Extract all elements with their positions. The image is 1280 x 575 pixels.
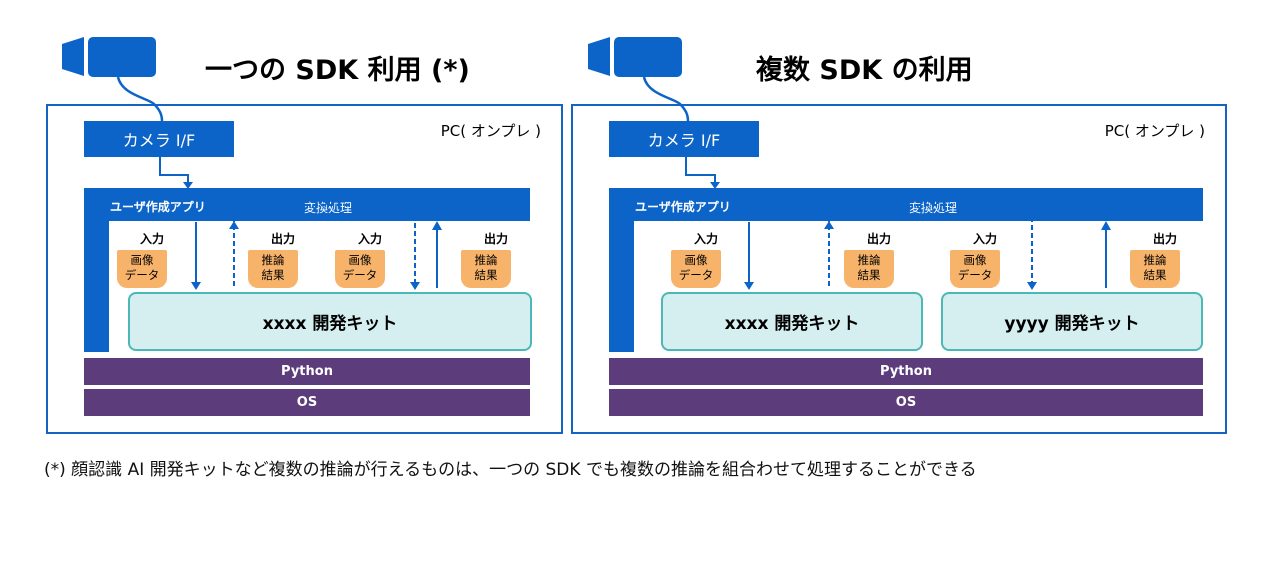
conversion-loop (233, 204, 416, 286)
arrow-head (191, 282, 201, 290)
arrow-head (1101, 221, 1111, 230)
arrow-head (744, 282, 754, 290)
arrow-head (183, 182, 193, 189)
arrow-camera-to-app (685, 157, 716, 186)
output-label: 出力 (483, 232, 508, 246)
arrow-head (710, 182, 720, 189)
inference-result-doc: 推論 結果 (1130, 250, 1180, 288)
doc-line: 結果 (474, 268, 498, 282)
python-layer: Python (609, 358, 1203, 385)
dev-kit-xxxx: xxxx 開発キット (661, 292, 923, 351)
dev-kit-yyyy: yyyy 開発キット (941, 292, 1203, 351)
left-title: 一つの SDK 利用 (*) (205, 55, 470, 86)
output-label: 出力 (866, 232, 891, 246)
user-app-side (609, 188, 634, 352)
output-label: 出力 (1152, 232, 1177, 246)
pc-label: PC( オンプレ ) (440, 122, 541, 140)
image-data-doc: 画像 データ (117, 250, 167, 288)
camera-cable (642, 76, 690, 122)
doc-line: データ (678, 268, 714, 282)
user-app-label: ユーザ作成アプリ (110, 200, 206, 214)
user-app-label: ユーザ作成アプリ (635, 200, 731, 214)
doc-line: 推論 (1143, 253, 1167, 267)
camera-if-box: カメラ I/F (84, 121, 234, 157)
camera-icon (62, 37, 156, 77)
conversion-label: 変換処理 (904, 199, 963, 216)
doc-line: 画像 (684, 253, 708, 267)
os-layer: OS (609, 389, 1203, 416)
arrow-head (229, 221, 239, 229)
input-label: 入力 (139, 232, 164, 246)
footnote: (*) 顔認識 AI 開発キットなど複数の推論が行えるものは、一つの SDK で… (44, 460, 977, 480)
inference-result-doc: 推論 結果 (844, 250, 894, 288)
doc-line: データ (342, 268, 378, 282)
doc-line: 画像 (963, 253, 987, 267)
arrow-head (824, 221, 834, 229)
right-pc-panel: PC( オンプレ ) カメラ I/F ユーザ作成アプリ 変換処理 入力 画像 デ… (571, 104, 1227, 434)
arrow-camera-to-app (159, 157, 189, 186)
os-layer: OS (84, 389, 530, 416)
image-data-doc: 画像 データ (671, 250, 721, 288)
dev-kit-xxxx: xxxx 開発キット (128, 292, 532, 351)
doc-line: 画像 (130, 253, 154, 267)
doc-line: データ (124, 268, 160, 282)
camera-if-box: カメラ I/F (609, 121, 759, 157)
inference-result-doc: 推論 結果 (248, 250, 298, 288)
right-title: 複数 SDK の利用 (756, 55, 973, 86)
arrow-head (410, 282, 420, 290)
input-label: 入力 (357, 232, 382, 246)
doc-line: 推論 (857, 253, 881, 267)
doc-line: 結果 (1143, 268, 1167, 282)
doc-line: 推論 (261, 253, 285, 267)
doc-line: 推論 (474, 253, 498, 267)
arrow-head (432, 221, 442, 230)
inference-result-doc: 推論 結果 (461, 250, 511, 288)
output-label: 出力 (270, 232, 295, 246)
image-data-doc: 画像 データ (335, 250, 385, 288)
doc-line: 結果 (261, 268, 285, 282)
image-data-doc: 画像 データ (950, 250, 1000, 288)
conversion-loop (828, 204, 1033, 286)
python-layer: Python (84, 358, 530, 385)
pc-label: PC( オンプレ ) (1104, 122, 1205, 140)
doc-line: 結果 (857, 268, 881, 282)
camera-cable (116, 76, 164, 122)
input-label: 入力 (693, 232, 718, 246)
doc-line: 画像 (348, 253, 372, 267)
doc-line: データ (957, 268, 993, 282)
left-pc-panel: PC( オンプレ ) カメラ I/F ユーザ作成アプリ 変換処理 入力 画像 デ… (46, 104, 563, 434)
camera-icon (588, 37, 682, 77)
arrow-head (1027, 282, 1037, 290)
user-app-side (84, 188, 109, 352)
input-label: 入力 (972, 232, 997, 246)
